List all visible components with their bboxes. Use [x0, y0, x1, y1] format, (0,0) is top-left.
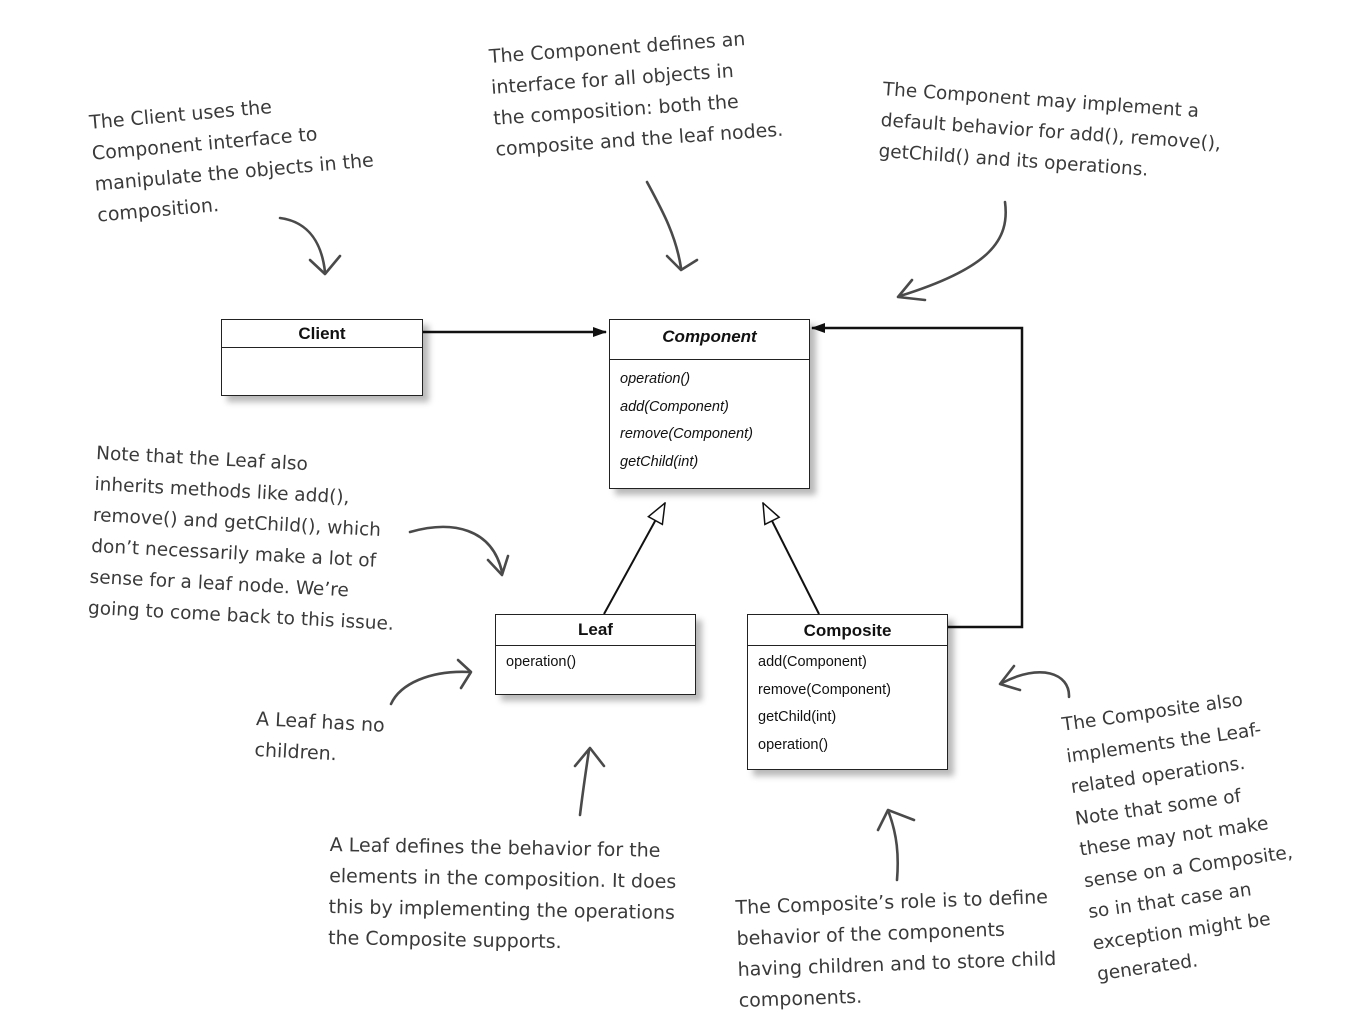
leaf-behavior-note: A Leaf defines the behavior for the elem…	[328, 830, 677, 960]
composite-class: Composite add(Component) remove(Componen…	[747, 614, 948, 770]
generalization-leaf	[603, 503, 665, 615]
component-method: add(Component)	[620, 398, 729, 415]
component-method: getChild(int)	[620, 453, 699, 470]
arrow-composite-role-note	[876, 808, 916, 882]
composite-method: add(Component)	[758, 654, 867, 670]
leaf-class: Leaf operation()	[495, 614, 696, 695]
component-method: operation()	[620, 371, 691, 387]
generalization-composite	[763, 503, 820, 615]
composite-role-note: The Composite’s role is to define behavi…	[735, 882, 1058, 1017]
arrow-composite-ops-note	[998, 664, 1071, 699]
arrow-default-note	[896, 200, 1007, 302]
arrow-leaf-children-note	[389, 658, 473, 706]
composite-class-name: Composite	[748, 615, 947, 646]
client-class: Client	[221, 319, 423, 396]
composite-ops-note: The Composite also implements the Leaf- …	[1060, 681, 1308, 991]
composition-composite-component	[811, 323, 1024, 629]
client-note: The Client uses the Component interface …	[88, 84, 378, 232]
component-note: The Component defines an interface for a…	[488, 22, 784, 166]
component-class-name: Component	[610, 320, 809, 360]
leaf-class-name: Leaf	[496, 615, 695, 646]
leaf-inherits-note: Note that the Leaf also inherits methods…	[87, 438, 402, 640]
composite-methods: add(Component) remove(Component) getChil…	[748, 646, 947, 759]
arrow-client-note	[278, 216, 342, 276]
leaf-children-note: A Leaf has no children.	[254, 704, 386, 773]
leaf-methods: operation()	[496, 646, 695, 677]
composite-method: operation()	[758, 736, 829, 753]
client-class-name: Client	[222, 320, 422, 348]
component-class: Component operation() add(Component) rem…	[609, 319, 810, 489]
note-line: the Composite supports.	[327, 926, 562, 954]
arrow-leaf-inherits-note	[408, 525, 510, 577]
component-method: remove(Component)	[620, 426, 753, 442]
composite-method: remove(Component)	[758, 681, 891, 698]
arrow-leaf-behavior-note	[573, 746, 606, 817]
composite-method: getChild(int)	[758, 709, 837, 725]
component-methods: operation() add(Component) remove(Compon…	[610, 360, 809, 476]
arrow-component-note	[645, 180, 699, 272]
leaf-method: operation()	[506, 654, 577, 670]
